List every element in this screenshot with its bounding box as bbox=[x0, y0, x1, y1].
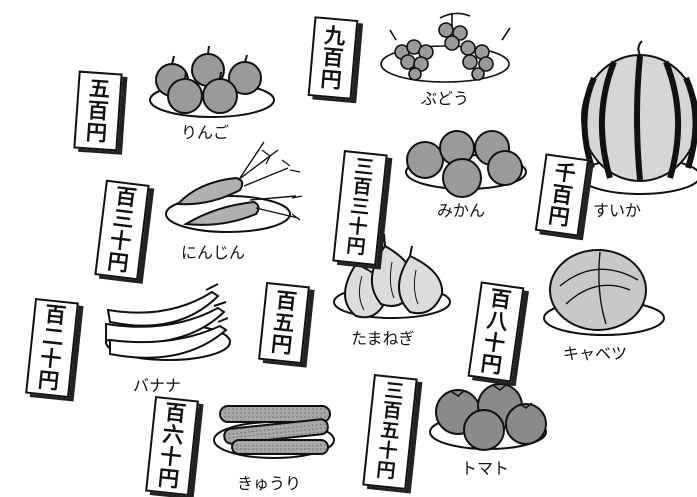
label-grape: ぶどう bbox=[421, 89, 470, 108]
price-card-apple: 五 百 円 bbox=[73, 70, 123, 152]
grape-drawing bbox=[380, 12, 511, 83]
label-mandarin: みかん bbox=[437, 201, 486, 220]
label-cabbage: キャベツ bbox=[563, 344, 628, 363]
label-tomato: トマト bbox=[461, 459, 510, 478]
tomato-drawing bbox=[429, 383, 547, 451]
label-banana: バナナ bbox=[133, 376, 182, 395]
banana-drawing bbox=[105, 283, 231, 361]
carrot-drawing bbox=[165, 141, 303, 233]
label-carrot: にんじん bbox=[181, 243, 246, 262]
label-apple: りんご bbox=[181, 123, 230, 142]
price-card-grape: 九 百 円 bbox=[307, 16, 359, 100]
onion-drawing bbox=[333, 233, 451, 319]
cabbage-drawing bbox=[543, 249, 665, 336]
watermelon-drawing bbox=[579, 40, 697, 195]
mandarin-drawing bbox=[405, 130, 527, 198]
apple-drawing bbox=[149, 45, 275, 118]
price-card-onion: 百 五 円 bbox=[258, 281, 310, 365]
label-cucumber: きゅうり bbox=[237, 474, 302, 493]
label-watermelon: すいか bbox=[593, 201, 642, 220]
label-onion: たまねぎ bbox=[351, 329, 415, 348]
cucumber-drawing bbox=[213, 405, 335, 459]
